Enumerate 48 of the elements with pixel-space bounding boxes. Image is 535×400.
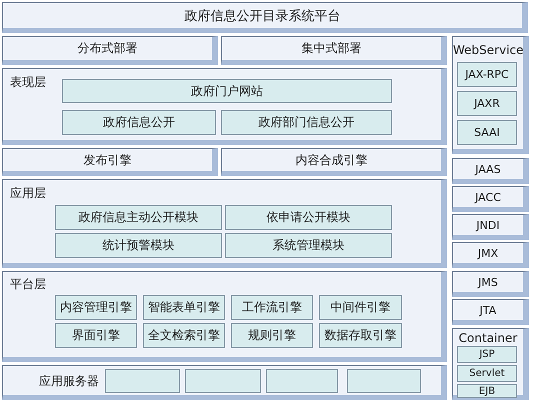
deployment-bar: 分布式部署 <box>2 36 218 65</box>
layer-panel <box>2 365 447 400</box>
module-box: 政府信息主动公开模块 <box>55 205 222 230</box>
empty-box <box>105 369 180 393</box>
api-bar: JACC <box>452 186 529 212</box>
module-box: 政府信息公开 <box>62 110 216 135</box>
panel-heading: 应用层 <box>10 185 46 201</box>
engine-box: 工作流引擎 <box>231 295 313 320</box>
empty-box <box>266 369 338 393</box>
engine-bar: 发布引擎 <box>2 148 218 176</box>
service-panel <box>452 328 529 400</box>
api-box: JAXR <box>457 91 517 116</box>
platform-banner: 政府信息公开目录系统平台 <box>2 2 528 33</box>
panel-heading: 应用服务器 <box>39 372 99 388</box>
api-bar: JMS <box>452 271 529 297</box>
api-box: JAX-RPC <box>457 62 517 87</box>
engine-box: 数据存取引擎 <box>319 323 402 348</box>
engine-box: 智能表单引擎 <box>143 295 225 320</box>
panel-heading: 平台层 <box>10 276 46 292</box>
api-box: Servlet <box>457 365 517 382</box>
engine-box: 规则引擎 <box>231 323 313 348</box>
service-panel <box>452 36 529 154</box>
panel-heading: Container <box>458 330 518 346</box>
module-box: 系统管理模块 <box>225 233 392 258</box>
module-box: 统计预警模块 <box>55 233 222 258</box>
engine-box: 界面引擎 <box>55 323 137 348</box>
api-bar: JNDI <box>452 214 529 240</box>
module-box: 政府门户网站 <box>62 79 392 103</box>
api-box: JSP <box>457 346 517 363</box>
empty-box <box>347 369 421 393</box>
module-box: 政府部门信息公开 <box>221 110 392 135</box>
module-box: 依申请公开模块 <box>225 205 392 230</box>
engine-box: 全文检索引擎 <box>143 323 225 348</box>
panel-heading: 表现层 <box>10 74 46 90</box>
layer-panel <box>2 179 447 268</box>
panel-heading: WebService <box>453 42 523 58</box>
layer-panel <box>2 271 447 362</box>
api-bar: JTA <box>452 299 529 325</box>
engine-bar: 内容合成引擎 <box>221 148 447 176</box>
layer-panel <box>2 68 447 145</box>
api-bar: JMX <box>452 242 529 268</box>
engine-box: 中间件引擎 <box>319 295 402 320</box>
api-box: SAAI <box>457 120 517 145</box>
api-box: EJB <box>457 384 517 398</box>
deployment-bar: 集中式部署 <box>221 36 447 65</box>
engine-box: 内容管理引擎 <box>55 295 137 320</box>
api-bar: JAAS <box>452 158 529 184</box>
empty-box <box>185 369 261 393</box>
